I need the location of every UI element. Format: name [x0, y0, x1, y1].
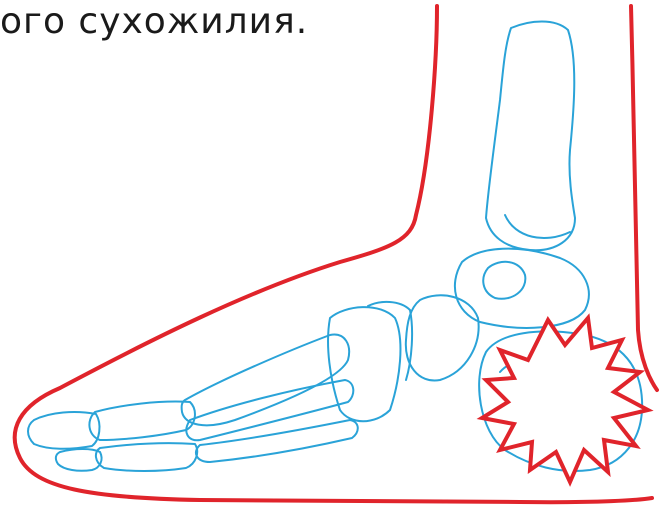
- phalanx-bone-2: [28, 412, 99, 449]
- metatarsal-bone-3: [196, 420, 358, 462]
- pain-burst-icon: [482, 318, 648, 482]
- phalanx-bone-4: [56, 449, 102, 471]
- heel-outline: [631, 6, 657, 390]
- tibia-lower-edge: [505, 215, 570, 238]
- navicular-bone: [406, 295, 479, 380]
- talus-inner: [483, 262, 525, 299]
- tibia-bone: [486, 22, 575, 251]
- phalanx-bone-1: [89, 402, 195, 440]
- metatarsal-bone-2: [186, 380, 353, 440]
- metatarsal-bone-1: [182, 335, 349, 426]
- phalanx-bone-3: [96, 443, 197, 471]
